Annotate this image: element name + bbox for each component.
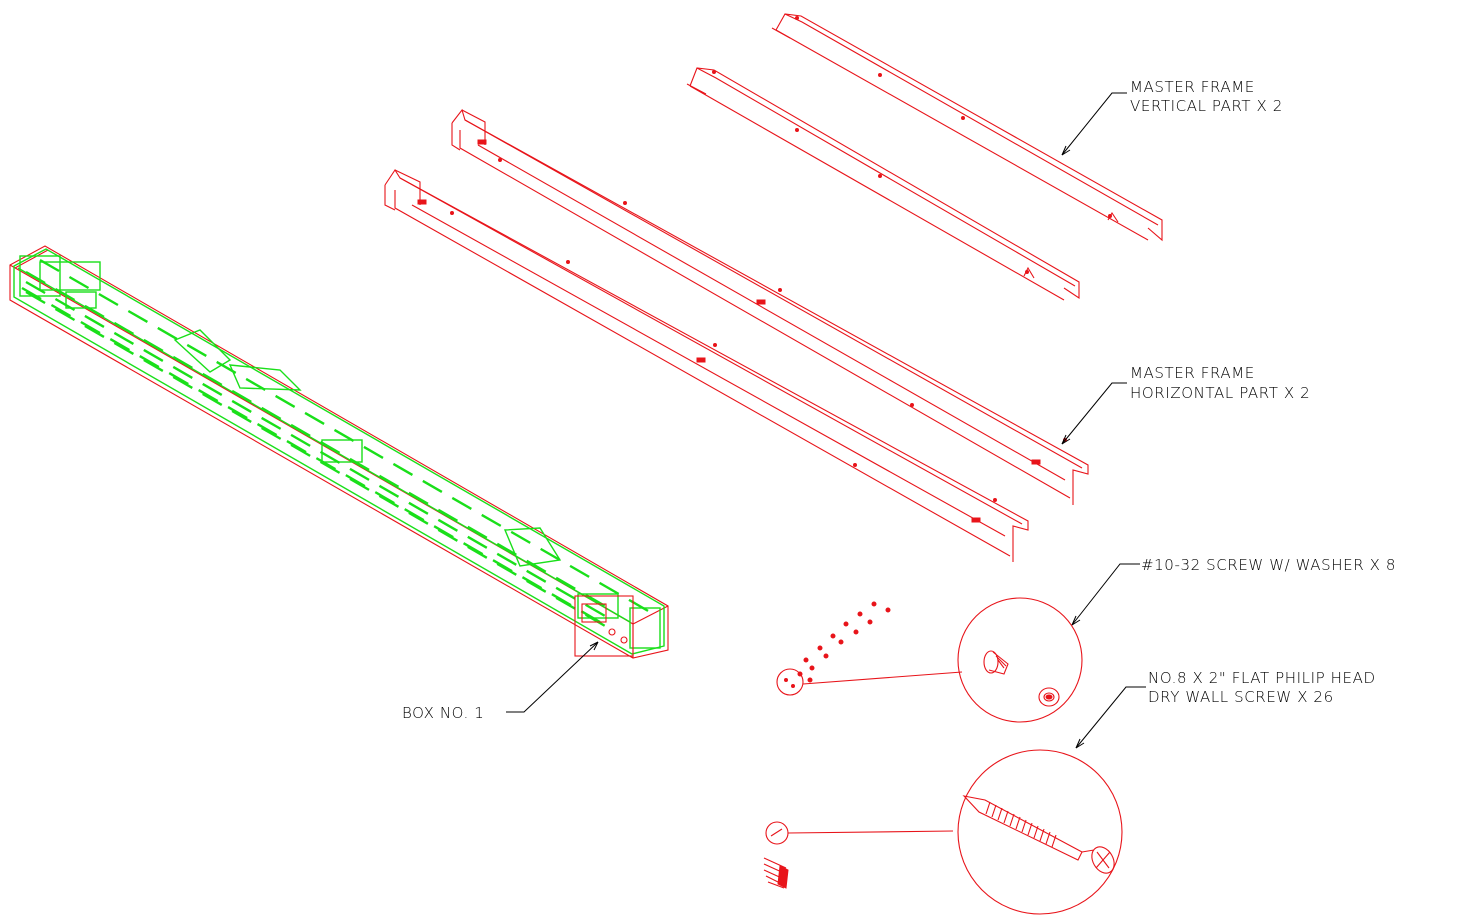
horizontal-part-label-line2: HORIZONTAL PART X 2	[1130, 384, 1310, 402]
drywall-screw-detail	[957, 749, 1123, 915]
vertical-part-lower	[686, 67, 1080, 301]
box-label: BOX NO. 1	[402, 704, 484, 722]
leader-lines	[506, 92, 1146, 749]
box-components	[19, 255, 661, 649]
drywall-screw-label-line1: NO.8 X 2" FLAT PHILIP HEAD	[1148, 669, 1376, 687]
screw-washer-label: #10-32 SCREW W/ WASHER X 8	[1141, 556, 1396, 574]
small-screws-group	[776, 601, 963, 696]
drywall-screws-group	[763, 821, 954, 889]
screw-washer-detail	[957, 597, 1083, 723]
horizontal-part-label-line1: MASTER FRAME	[1130, 364, 1255, 382]
horizontal-part-lower	[384, 168, 1029, 562]
drywall-screw-label-line2: DRY WALL SCREW X 26	[1148, 688, 1334, 706]
horizontal-part-upper	[451, 108, 1089, 505]
vertical-part-label-line2: VERTICAL PART X 2	[1130, 97, 1283, 115]
box-no-1	[9, 245, 669, 659]
vertical-part-label-line1: MASTER FRAME	[1130, 78, 1255, 96]
vertical-part-upper	[771, 13, 1163, 242]
